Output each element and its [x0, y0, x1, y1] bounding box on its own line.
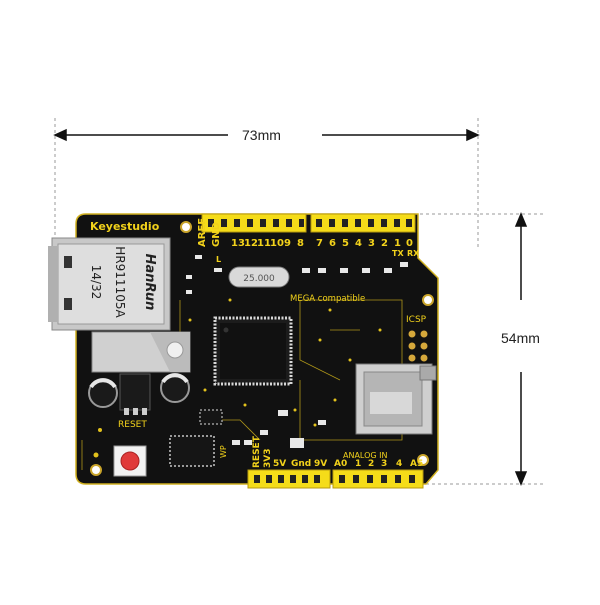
- power-reset-label: RESET: [252, 435, 262, 468]
- smd-components-top: [186, 255, 408, 294]
- mounting-holes: [90, 221, 434, 476]
- analog-4: 4: [396, 459, 402, 469]
- jack-date: 14/32: [89, 265, 103, 300]
- pin-1: 1: [394, 238, 401, 249]
- icsp-label: ICSP: [406, 315, 427, 325]
- micro-sd-slot: [355, 363, 437, 435]
- power-pin-labels: RESET 3V3 5V Gnd 9V: [252, 435, 327, 469]
- tx-label: TX: [392, 249, 404, 258]
- digital-header-left: [201, 213, 307, 233]
- reset-silk-label: RESET: [118, 420, 147, 430]
- analog-in-label: ANALOG IN: [343, 451, 388, 460]
- analog-3: 3: [381, 459, 387, 469]
- analog-a0: A0: [334, 459, 347, 469]
- voltage-regulator: [91, 331, 191, 415]
- jack-brand: HanRun: [142, 254, 157, 311]
- pin-2: 2: [381, 238, 388, 249]
- tx-rx-labels: TX RX L: [216, 249, 420, 264]
- pin-4: 4: [355, 238, 362, 249]
- analog-a5: A5: [410, 459, 423, 469]
- pin-5: 5: [342, 238, 349, 249]
- l-label: L: [216, 255, 221, 264]
- dimension-guides: [54, 118, 545, 485]
- width-dimension-label: 73mm: [238, 127, 285, 143]
- power-gnd-label: Gnd: [291, 459, 311, 469]
- power-header: [247, 469, 331, 489]
- pin-8: 8: [297, 238, 304, 249]
- analog-2: 2: [368, 459, 374, 469]
- wp-label: WP: [219, 445, 228, 458]
- crystal-label: 25.000: [243, 274, 275, 284]
- gnd-label: GND: [211, 222, 222, 247]
- power-9v-label: 9V: [314, 459, 327, 469]
- width-dimension-arrow: [53, 128, 480, 142]
- pin-0: 0: [406, 238, 413, 249]
- smd-components-bottom: [232, 410, 326, 448]
- rj45-jack: HanRun HR911105A 14/32: [48, 237, 171, 331]
- mega-label: MEGA compatible: [290, 294, 365, 304]
- logic-ics: [169, 409, 223, 467]
- pin-11: 11: [257, 238, 271, 249]
- height-dimension-label: 54mm: [497, 330, 544, 346]
- pin-3: 3: [368, 238, 375, 249]
- aref-label: AREF: [197, 218, 208, 247]
- pin-13: 13: [231, 238, 245, 249]
- pin-12: 12: [244, 238, 258, 249]
- digital-pin-labels: AREF GND 13 12 11 10 9 8 7 6 5 4 3 2 1 0: [197, 218, 413, 249]
- ethernet-chip: [213, 316, 293, 386]
- crystal-oscillator: 25.000: [228, 266, 290, 288]
- digital-header-right: [310, 213, 416, 233]
- jack-model: HR911105A: [113, 246, 127, 318]
- power-5v-label: 5V: [273, 459, 286, 469]
- height-dimension-arrow: [514, 212, 528, 486]
- analog-header: [332, 469, 424, 489]
- power-3v3-label: 3V3: [263, 449, 273, 469]
- icsp-header: [408, 330, 428, 362]
- analog-1: 1: [355, 459, 361, 469]
- pin-10: 10: [270, 238, 284, 249]
- electrolytic-capacitors: [88, 373, 190, 408]
- pin-9: 9: [284, 238, 291, 249]
- rx-label: RX: [407, 249, 420, 258]
- pin-7: 7: [316, 238, 323, 249]
- analog-pin-labels: A0 1 2 3 4 A5: [334, 459, 423, 469]
- reset-button: [113, 445, 147, 477]
- pin-6: 6: [329, 238, 336, 249]
- brand-label: Keyestudio: [90, 220, 160, 233]
